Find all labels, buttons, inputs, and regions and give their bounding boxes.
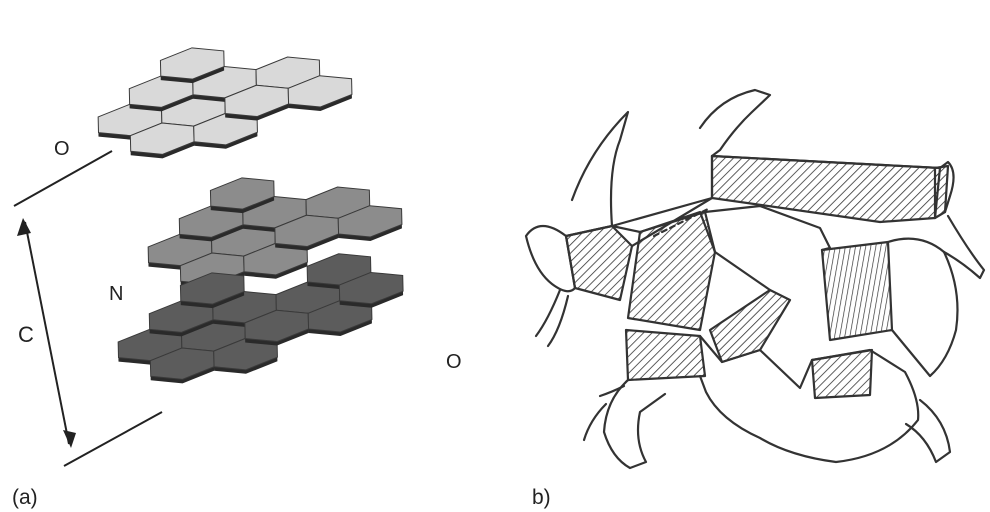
hatched-block-bottom: [812, 350, 872, 398]
c-axis-arrowhead-top: [17, 218, 31, 236]
atom-label-bottom-oxygen: O: [446, 351, 462, 373]
atom-label-top-oxygen: O: [54, 138, 70, 160]
hatched-block-center: [628, 212, 715, 330]
outline-left-tendril: [536, 290, 568, 346]
outline-top-left-shell: [566, 112, 628, 236]
panel-a-label: (a): [12, 486, 38, 509]
outline-right-wing: [888, 239, 958, 376]
outline-far-right-flap: [906, 400, 950, 462]
lower-reference-line: [64, 412, 162, 466]
c-axis-label: C: [18, 322, 34, 347]
hatched-block-mid: [710, 290, 790, 362]
interlayer-spacing-indicator: [14, 151, 162, 466]
c-axis-arrowhead-bottom: [63, 430, 76, 448]
panel-b-disordered-structure: [526, 90, 984, 468]
atom-label-nitrogen: N: [109, 283, 123, 305]
outline-bottom-left-shell: [604, 380, 665, 468]
hatched-block-left: [566, 226, 632, 300]
hatched-block-right: [822, 242, 892, 340]
panel-a-graphite-layers: [14, 48, 403, 466]
hatched-block-center-low: [626, 330, 705, 380]
panel-b-label: b): [532, 486, 551, 509]
top-layer: [98, 48, 352, 159]
